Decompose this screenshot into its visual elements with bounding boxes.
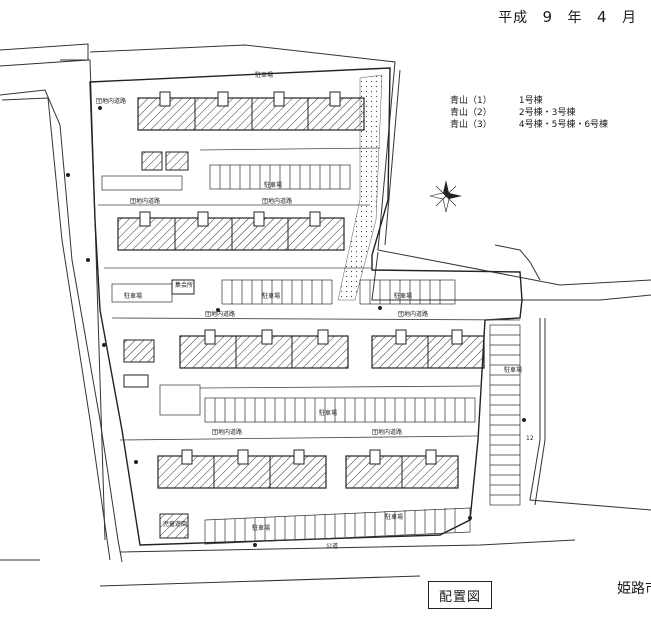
children-park-1	[165, 151, 189, 171]
label-parking: 駐車場	[262, 292, 280, 300]
label-internal-road: 団地内道路	[96, 97, 126, 105]
date-month-unit: 月	[622, 10, 637, 26]
legend-area: 青山（1）	[450, 96, 492, 106]
label-parking: 駐車場	[385, 513, 403, 521]
legend-row: 青山（2） 2号棟・3号棟	[450, 107, 608, 119]
tree-markers	[66, 106, 526, 547]
label-internal-road: 団地内道路	[205, 310, 235, 318]
surrounding-streets	[0, 43, 651, 587]
label-parking: 駐車場	[252, 524, 270, 532]
legend-buildings: 1号棟	[518, 96, 543, 106]
building-2	[117, 217, 345, 251]
legend-area: 青山（2）	[450, 108, 492, 118]
label-parking: 駐車場	[124, 292, 142, 300]
parking-lot-4	[204, 507, 471, 545]
label-road-number: 12	[526, 435, 534, 442]
label-parking: 駐車場	[264, 181, 282, 189]
label-internal-road: 団地内道路	[130, 197, 160, 205]
label-parking: 駐車場	[504, 366, 522, 374]
meeting-hall-1	[141, 151, 163, 171]
label-internal-road: 団地内道路	[372, 428, 402, 436]
building-legend: 青山（1） 1号棟 青山（2） 2号棟・3号棟 青山（3） 4号棟・5号棟・6号…	[450, 95, 608, 131]
label-internal-road: 団地内道路	[398, 310, 428, 318]
label-parking: 駐車場	[394, 292, 412, 300]
building-row-2	[117, 211, 345, 251]
legend-area: 青山（3）	[450, 120, 492, 130]
parking-lot-2	[111, 279, 456, 305]
date-year-unit: 年	[567, 10, 583, 26]
building-row-4	[157, 449, 459, 489]
label-internal-road: 団地内道路	[262, 197, 292, 205]
building-1	[137, 97, 365, 131]
city-name: 姫路市	[617, 581, 651, 597]
parking-lot-3	[159, 324, 521, 506]
label-public-road: 公道	[326, 542, 338, 550]
label-parking: 駐車場	[255, 71, 273, 79]
label-parking: 駐車場	[319, 409, 337, 417]
meeting-hall-2	[171, 279, 195, 295]
legend-row: 青山（1） 1号棟	[450, 95, 608, 107]
label-meeting-hall: 集会所	[175, 281, 193, 289]
date-year: 9	[542, 8, 554, 26]
building-row-1	[137, 91, 365, 131]
legend-row: 青山（3） 4号棟・5号棟・6号棟	[450, 119, 608, 131]
legend-buildings: 2号棟・3号棟	[518, 108, 576, 118]
compass-rose-icon	[429, 180, 462, 213]
label-children-park: 児童遊園	[163, 520, 187, 528]
building-row-3	[123, 329, 485, 388]
date-month: 4	[597, 8, 608, 26]
date-header: 平成 9 年 4 月	[498, 7, 637, 27]
drawing-title: 配置図	[428, 581, 492, 609]
parking-lot-1	[101, 164, 351, 191]
label-internal-road: 団地内道路	[212, 428, 242, 436]
dotted-greenbelt	[337, 74, 383, 301]
internal-roads	[98, 147, 521, 441]
legend-buildings: 4号棟・5号棟・6号棟	[518, 120, 609, 130]
date-era: 平成	[498, 10, 529, 26]
children-park-3	[159, 513, 189, 539]
